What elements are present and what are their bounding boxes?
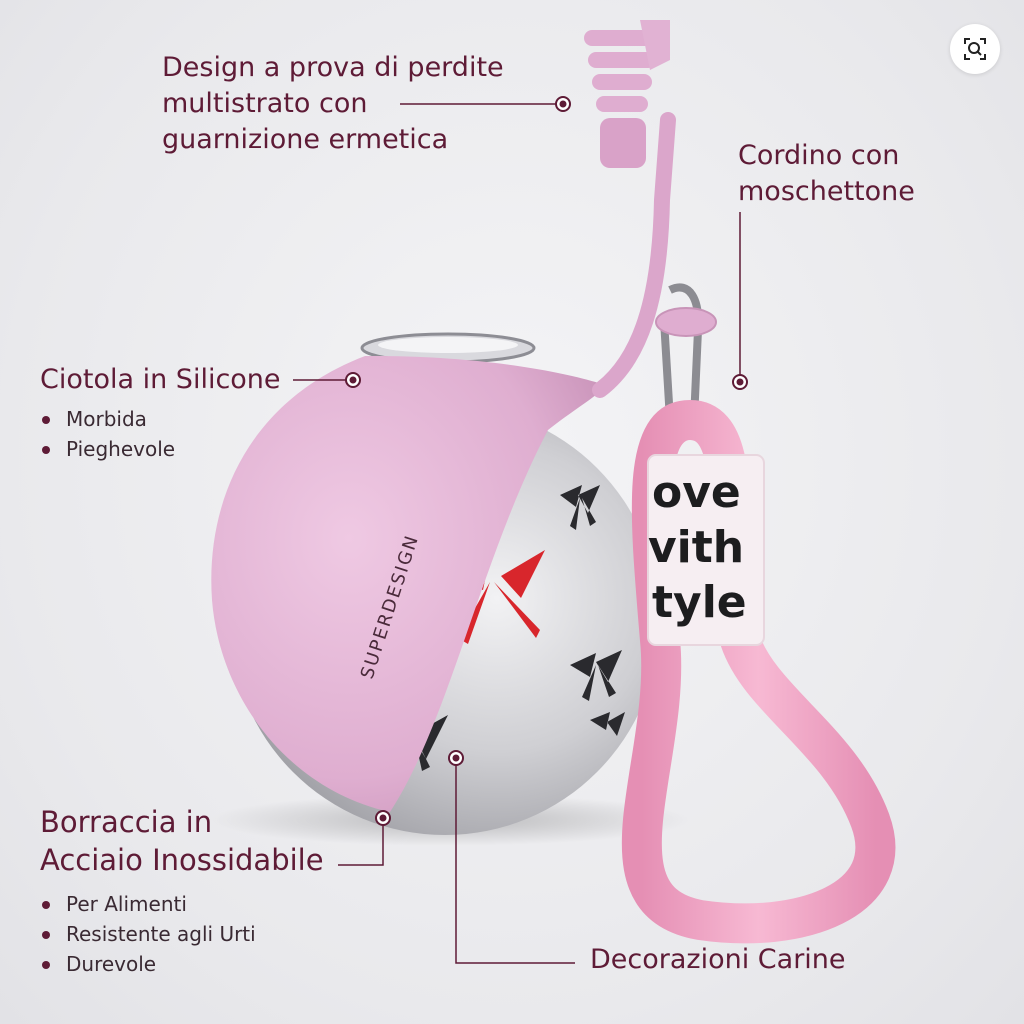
- callout-lines: [293, 103, 741, 964]
- strap-text-1: ove: [652, 467, 741, 518]
- bottle-line-2: Acciaio Inossidabile: [40, 843, 324, 877]
- strap-label: [647, 454, 765, 646]
- silicone-cap: [584, 20, 676, 398]
- bottle-line-1: Borraccia in: [40, 805, 213, 839]
- bottle-feature-item: Resistente agli Urti: [40, 919, 324, 949]
- bowl-title: Ciotola in Silicone: [40, 364, 281, 395]
- seal-line-1: Design a prova di perdite: [162, 52, 504, 83]
- rope-lanyard: ove vith tyle: [621, 400, 896, 944]
- callout-bottle: Borraccia in Acciaio Inossidabile Per Al…: [40, 803, 324, 979]
- bowl-feature-item: Pieghevole: [40, 434, 281, 464]
- zoom-button[interactable]: [950, 24, 1000, 74]
- silicone-bowl: SUPERDESIGN: [211, 355, 606, 812]
- callout-lanyard: Cordino con moschettone: [738, 138, 915, 210]
- lanyard-line-1: Cordino con: [738, 140, 900, 171]
- bottle-features: Per Alimenti Resistente agli Urti Durevo…: [40, 889, 324, 979]
- bowl-features: Morbida Pieghevole: [40, 404, 281, 464]
- lanyard-line-2: moschettone: [738, 176, 915, 207]
- bottle-feature-item: Per Alimenti: [40, 889, 324, 919]
- callout-decor: Decorazioni Carine: [590, 944, 846, 975]
- seal-line-2: multistrato con: [162, 88, 368, 119]
- callout-bowl: Ciotola in Silicone Morbida Pieghevole: [40, 362, 281, 464]
- callout-seal: Design a prova di perdite multistrato co…: [162, 50, 504, 158]
- bowl-feature-item: Morbida: [40, 404, 281, 434]
- strap-text-3: tyle: [652, 577, 747, 628]
- callout-dots: [345, 96, 748, 826]
- zoom-search-icon: [962, 36, 988, 62]
- strap-text-2: vith: [648, 522, 744, 573]
- seal-line-3: guarnizione ermetica: [162, 124, 449, 155]
- bottle-feature-item: Durevole: [40, 949, 324, 979]
